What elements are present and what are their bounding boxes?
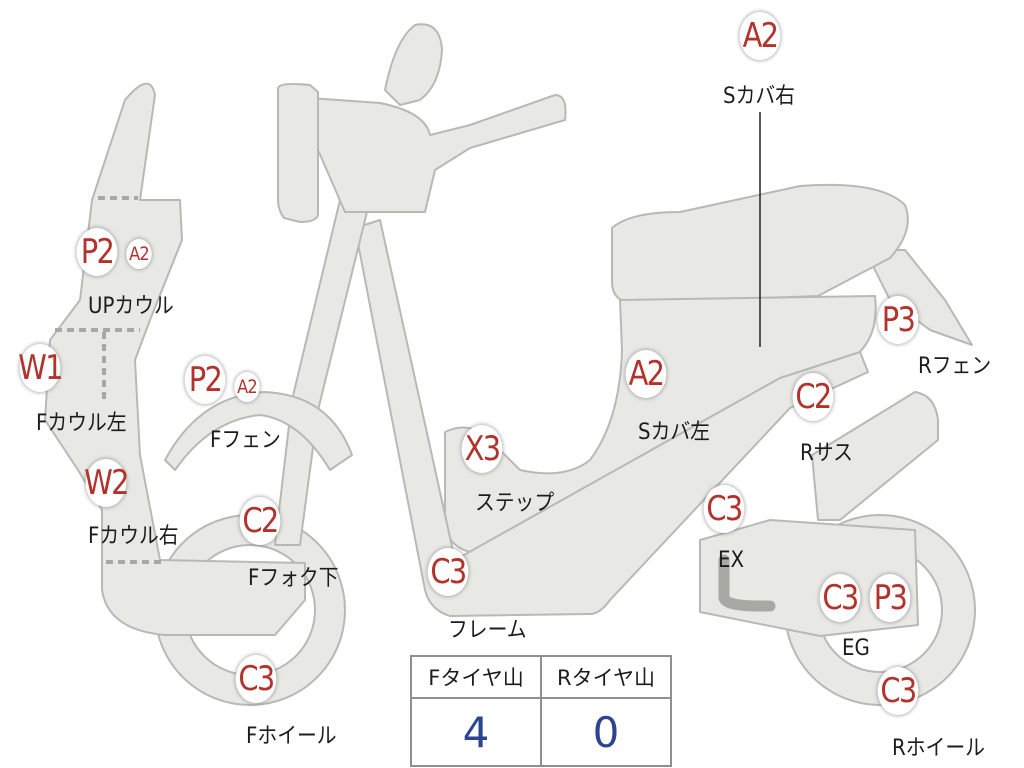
grade-r-fender: P3 — [877, 296, 919, 344]
grade-frame: C3 — [427, 548, 469, 596]
label-r-suspension: Rサス — [800, 441, 853, 466]
label-up-cowl: UPカウル — [88, 294, 174, 319]
grade-up-cowl-secondary: A2 — [126, 239, 152, 269]
rear-tire-tread-value: 0 — [540, 697, 672, 767]
grade-exhaust: C3 — [703, 485, 745, 533]
rear-suspension — [811, 391, 939, 521]
grade-f-fork-lower: C2 — [239, 497, 281, 545]
label-r-wheel: Rホイール — [892, 736, 985, 761]
headlight — [277, 83, 319, 223]
grade-s-cover-left: A2 — [625, 350, 667, 398]
grade-up-cowl: P2 — [76, 228, 118, 276]
label-f-fender: Fフェン — [210, 428, 281, 453]
grade-engine: C3 — [819, 574, 861, 622]
front-tire-tread-header: Fタイヤ山 — [410, 655, 542, 699]
label-step: ステップ — [475, 491, 555, 516]
grade-engine-secondary: P3 — [869, 574, 911, 622]
label-frame: フレーム — [448, 618, 527, 643]
label-exhaust: EX — [718, 548, 745, 573]
grade-f-fender: P2 — [184, 356, 226, 404]
front-tire-tread-value: 4 — [410, 697, 542, 767]
mirror — [384, 23, 443, 106]
grade-step: X3 — [461, 425, 503, 473]
label-s-cover-right: Sカバ右 — [723, 84, 795, 109]
grade-r-suspension: C2 — [792, 373, 834, 421]
grade-f-fender-secondary: A2 — [234, 372, 260, 402]
grade-f-cowl-right: W2 — [84, 459, 129, 507]
tire-tread-table: Fタイヤ山 Rタイヤ山 4 0 — [410, 655, 672, 767]
rear-tire-tread-header: Rタイヤ山 — [540, 655, 672, 699]
grade-s-cover-right: A2 — [739, 12, 781, 60]
label-s-cover-left: Sカバ左 — [638, 420, 710, 445]
label-engine: EG — [842, 636, 870, 661]
grade-f-wheel: C3 — [235, 655, 277, 703]
label-f-fork-lower: Fフォク下 — [248, 566, 339, 591]
front-fork — [274, 199, 371, 546]
label-f-cowl-left: Fカウル左 — [36, 411, 127, 436]
grade-f-cowl-left: W1 — [18, 344, 63, 392]
label-r-fender: Rフェン — [918, 354, 992, 379]
label-f-wheel: Fホイール — [246, 724, 337, 749]
handlebar — [309, 94, 567, 213]
front-fender — [164, 391, 353, 471]
grade-r-wheel: C3 — [877, 667, 919, 715]
exhaust-pipe — [718, 554, 776, 612]
label-f-cowl-right: Fカウル右 — [88, 524, 179, 549]
